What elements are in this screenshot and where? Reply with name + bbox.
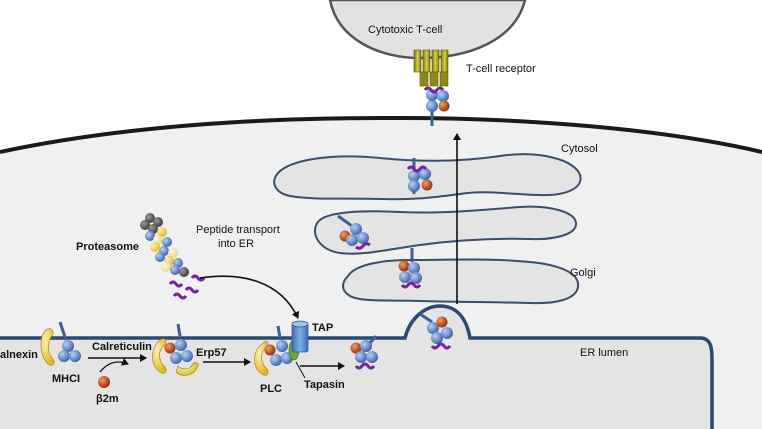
golgi-cisterna-middle: [313, 205, 577, 255]
calnexin-label: alnexin: [0, 349, 38, 361]
golgi-mhc-complex-top-icon: [406, 158, 433, 194]
plasma-membrane: [0, 115, 762, 154]
golgi-label: Golgi: [570, 267, 596, 279]
b2m-label: β2m: [96, 393, 119, 405]
tcr-label: T-cell receptor: [466, 63, 536, 75]
cytosol-label: Cytosol: [561, 143, 598, 155]
tap-label: TAP: [312, 322, 333, 334]
plc-complex-icon: [254, 325, 293, 376]
b2m-icon: [98, 376, 110, 388]
tcell-label: Cytotoxic T-cell: [368, 24, 442, 36]
er-membrane: [0, 304, 714, 429]
proteasome-label: Proteasome: [76, 241, 139, 253]
tapasin-label: Tapasin: [304, 379, 345, 391]
b2m-arrow: [99, 358, 129, 373]
tap-transporter-icon: [291, 320, 309, 353]
mhci-label: MHCI: [52, 373, 80, 385]
peptide-transport-label-line2: into ER: [218, 238, 254, 250]
erp57-label: Erp57: [196, 347, 227, 359]
calnexin-mhci-complex-icon: [40, 321, 81, 366]
proteasome-icon: [140, 213, 189, 277]
plc-label: PLC: [260, 383, 282, 395]
tcell-receptor-icon: [413, 49, 449, 87]
er-lumen-label: ER lumen: [580, 347, 628, 359]
golgi-mhc-complex-bottom-icon: [398, 248, 422, 289]
golgi-mhc-complex-middle-icon: [337, 214, 371, 250]
calreticulin-erp57-complex-icon: [152, 323, 199, 376]
peptide-transport-arrow: [199, 275, 300, 319]
surface-mhc-complex-icon: [423, 86, 450, 126]
peptide-transport-label-line1: Peptide transport: [196, 224, 280, 236]
er-bud-mhc-complex-icon: [419, 312, 453, 350]
tapasin-leader-line: [295, 361, 306, 379]
peptide-fragments-icon: [168, 274, 206, 300]
calreticulin-label: Calreticulin: [92, 341, 152, 353]
golgi-cisterna-bottom: [342, 258, 580, 305]
loaded-mhc-complex-icon: [350, 335, 378, 370]
